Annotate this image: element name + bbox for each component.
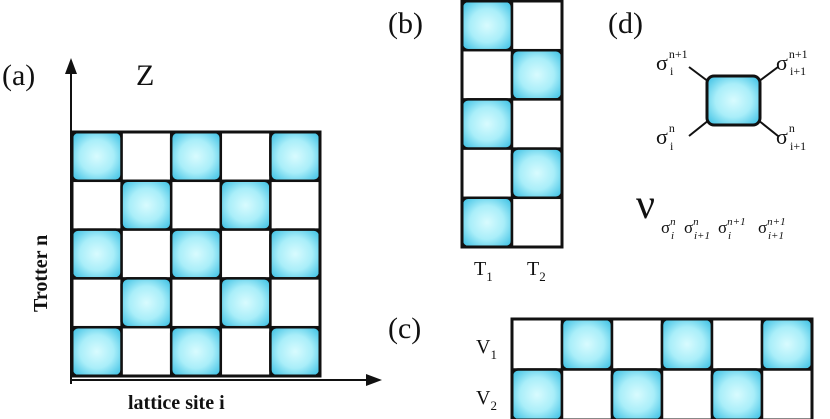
grid-b-filled-tile [460, 196, 514, 249]
z-label: Z [136, 59, 154, 92]
t2-label: T2 [527, 258, 546, 284]
grid-b-empty-cell [460, 48, 514, 101]
grid-a-filled-tile [219, 277, 272, 329]
grid-a-filled-tile [70, 325, 123, 378]
svg-text:i+1: i+1 [768, 230, 784, 242]
leg-top-right [757, 66, 779, 83]
grid-b-border [460, 0, 564, 249]
grid-b-filled-tile [510, 147, 564, 200]
svg-text:i: i [728, 230, 731, 242]
grid-b-filled-tile [460, 98, 514, 150]
t1-label: T1 [474, 258, 493, 284]
sigma-top-right: σn+1 [776, 47, 808, 75]
grid-a-filled-tile [269, 325, 322, 378]
grid-c-filled-tile [760, 317, 814, 371]
grid-a-empty-cell [169, 277, 223, 329]
grid-c-empty-cell [510, 317, 564, 371]
grid-b-filled-tile [510, 48, 564, 101]
nu-symbol: ν [636, 182, 655, 228]
grid-a-empty-cell [70, 277, 123, 329]
grid-c-filled-tile [510, 368, 564, 419]
checkerboard-grid-c [510, 317, 814, 419]
lattice-axis-label: lattice site i [128, 392, 225, 414]
sigma-top-left: σn+1 [656, 47, 688, 75]
panel-c-label: (c) [388, 312, 421, 345]
v1-label: V1 [476, 336, 497, 362]
sigma-bottom-right: σn [776, 121, 795, 149]
grid-a-empty-cell [120, 130, 173, 183]
sigma-top-right-sub: i+1 [790, 64, 806, 78]
grid-c-filled-tile [610, 368, 664, 419]
lattice-axis-arrowhead [366, 374, 382, 386]
vertex-plaquette [705, 74, 762, 127]
grid-c-filled-tile [660, 317, 714, 371]
leg-top-left [688, 66, 710, 83]
leg-bottom-right [757, 119, 779, 137]
sigma-bottom-left: σn [656, 121, 675, 149]
grid-a-empty-cell [120, 228, 173, 280]
v2-label: V2 [476, 387, 497, 413]
grid-b-empty-cell [510, 196, 564, 249]
panel-a: (a) Z Trotter n lattice site i [2, 58, 382, 414]
panel-a-label: (a) [2, 59, 35, 92]
panel-d-label: (d) [608, 7, 643, 40]
grid-a-filled-tile [219, 179, 272, 231]
grid-a-empty-cell [219, 130, 272, 183]
grid-c-filled-tile [560, 317, 614, 371]
grid-a-filled-tile [169, 130, 223, 183]
grid-a-empty-cell [70, 179, 123, 231]
grid-a-empty-cell [269, 277, 322, 329]
panel-b-label: (b) [388, 7, 423, 40]
grid-c-border [510, 317, 814, 419]
grid-c-empty-cell [660, 368, 714, 419]
grid-c-empty-cell [560, 368, 614, 419]
grid-a-filled-tile [169, 325, 223, 378]
grid-c-empty-cell [610, 317, 664, 371]
grid-c-empty-cell [710, 317, 764, 371]
grid-b-empty-cell [510, 98, 564, 150]
grid-a-filled-tile [70, 130, 123, 183]
leg-bottom-left [688, 119, 710, 137]
svg-text:σn+1: σn+1 [718, 216, 746, 237]
sigma-top-left-sub: i [670, 64, 674, 78]
grid-b-empty-cell [510, 0, 564, 52]
svg-text:i: i [671, 230, 674, 242]
grid-a-border [70, 130, 322, 378]
grid-a-empty-cell [169, 179, 223, 231]
grid-b-empty-cell [460, 147, 514, 200]
grid-a-filled-tile [70, 228, 123, 280]
nu-subscript: σn i σn i+1 σn+1 i σn+1 i+1 [661, 216, 786, 242]
panel-d: (d) σn+1 i σn+1 i+1 σn i σn i+1 ν σn i σ… [608, 7, 808, 242]
grid-c-filled-tile [710, 368, 764, 419]
grid-a-filled-tile [169, 228, 223, 280]
svg-text:σn: σn [684, 216, 699, 237]
grid-a-empty-cell [219, 325, 272, 378]
svg-text:i+1: i+1 [694, 230, 710, 242]
checkerboard-grid-a [70, 130, 322, 378]
grid-a-empty-cell [120, 325, 173, 378]
trotter-axis-arrowhead [65, 58, 77, 74]
svg-text:σn: σn [661, 216, 676, 237]
checkerboard-grid-b [460, 0, 564, 249]
grid-a-filled-tile [120, 179, 173, 231]
sigma-bottom-right-sub: i+1 [790, 139, 806, 153]
grid-b-filled-tile [460, 0, 514, 52]
svg-text:σn+1: σn+1 [758, 216, 786, 237]
grid-a-empty-cell [219, 228, 272, 280]
grid-a-filled-tile [269, 130, 322, 183]
grid-a-filled-tile [269, 228, 322, 280]
grid-c-empty-cell [760, 368, 814, 419]
grid-a-empty-cell [269, 179, 322, 231]
sigma-bottom-left-sub: i [670, 139, 674, 153]
grid-a-filled-tile [120, 277, 173, 329]
trotter-axis-label: Trotter n [30, 235, 52, 312]
panel-b: (b) T1 T2 [388, 0, 564, 284]
panel-c: (c) V1 V2 [388, 312, 814, 419]
